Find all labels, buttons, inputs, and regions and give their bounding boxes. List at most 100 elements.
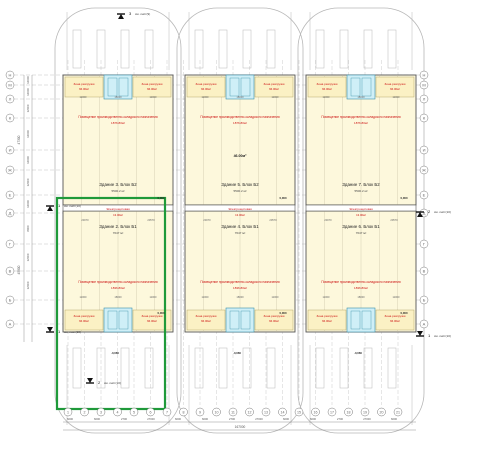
stair-core xyxy=(346,307,376,333)
row-axis-label-left: Б xyxy=(9,297,12,302)
stair-flight xyxy=(240,77,251,97)
inner-dim: 11000 xyxy=(149,295,157,299)
building-name: Здание 2. Блок Б1 xyxy=(99,224,137,229)
truck-bay xyxy=(387,29,397,69)
zone-area: 66.00м² xyxy=(147,319,157,323)
inner-dim: 11000 xyxy=(201,95,209,99)
section-bottom-arrow xyxy=(87,378,93,383)
zone-area: 66.00м² xyxy=(201,319,211,323)
zone-label: Зона разгрузки xyxy=(74,314,95,318)
hall-area: 1836.80м² xyxy=(354,286,368,290)
col-axis-label: 16 xyxy=(314,410,318,414)
row-axis-bubble xyxy=(5,208,15,218)
elevation-mark: 0,000 xyxy=(280,196,287,200)
truck-bay xyxy=(266,29,276,69)
stair-core xyxy=(103,307,133,333)
col-axis-label: 1 xyxy=(67,410,69,414)
truck-bay xyxy=(363,347,373,389)
row-axis-label-right: В xyxy=(423,268,426,273)
stair-flight xyxy=(240,310,251,330)
corridor-label: Электрощитовая xyxy=(349,207,373,211)
unloading-zone xyxy=(375,309,415,331)
truck-bay xyxy=(242,29,252,69)
left-dim-value: 12000 xyxy=(26,104,30,112)
row-axis-bubble xyxy=(419,80,429,90)
zone-area: 66.00м² xyxy=(390,319,400,323)
row-axis-bubble xyxy=(419,295,429,305)
row-axis-label-left: Д xyxy=(9,210,12,215)
zone-label: Зона разгрузки xyxy=(264,82,285,86)
stair-flight xyxy=(361,310,372,330)
zone-area: 66.00м² xyxy=(322,87,332,91)
elevation-mark: 0,000 xyxy=(158,196,165,200)
col-axis-label: 5 xyxy=(133,410,135,414)
unloading-zone xyxy=(254,309,294,331)
row-axis-label-left: М xyxy=(8,82,11,87)
inner-dim: 20570 xyxy=(269,218,277,222)
col-axis-label: 13 xyxy=(264,410,268,414)
corridor-label: Электрощитовая xyxy=(228,207,252,211)
inner-dim: 11000 xyxy=(201,295,209,299)
elevation-mark-low: -0,060 xyxy=(354,351,362,355)
row-axis-label-right: К xyxy=(423,115,426,120)
inner-dim: 11000 xyxy=(392,95,400,99)
section-right-label: см. лист(10) xyxy=(434,210,451,214)
stair-flight xyxy=(350,310,361,330)
inner-dim: 11000 xyxy=(149,95,157,99)
col-axis-bubble xyxy=(113,407,122,417)
section-left-lower-label: см. лист(10) xyxy=(64,330,81,334)
unloading-zone xyxy=(186,309,226,331)
stair-flight xyxy=(118,77,129,97)
col-axis-label: 3 xyxy=(100,410,102,414)
building-area: 7647 м² xyxy=(356,231,367,235)
row-axis-bubble xyxy=(5,165,15,175)
col-axis-bubble xyxy=(278,407,287,417)
col-axis-bubble xyxy=(96,407,106,417)
truck-bay xyxy=(218,29,228,69)
unloading-zone xyxy=(186,76,226,98)
col-axis-label: 10 xyxy=(215,410,219,414)
row-axis-bubble xyxy=(419,190,429,200)
truck-bay xyxy=(144,347,154,389)
bottom-dim-value: 6000 xyxy=(202,417,208,421)
stair-core xyxy=(103,74,133,100)
section-right-arrow xyxy=(417,212,423,217)
row-axis-bubble xyxy=(419,266,429,276)
elevation-mark-low: -0,060 xyxy=(111,351,119,355)
section-right-lower-arrow xyxy=(417,331,423,336)
unloading-zone xyxy=(375,76,415,98)
col-axis-bubble xyxy=(212,407,221,417)
col-axis-bubble xyxy=(146,407,155,417)
building-name: Здание 4. Блок Б1 xyxy=(221,224,259,229)
bottom-dim-value: 2700 xyxy=(337,417,343,421)
left-dim-value: 12000 xyxy=(26,130,30,138)
hall-area: 1876.80м² xyxy=(233,121,247,125)
col-axis-bubble xyxy=(360,407,370,417)
row-axis-bubble xyxy=(5,319,15,329)
col-axis-label: 20 xyxy=(380,410,384,414)
col-axis-bubble xyxy=(195,407,205,417)
col-axis-label: 17 xyxy=(330,410,334,414)
row-axis-label-left: И xyxy=(9,147,12,152)
left-dim-value: 12000 xyxy=(26,156,30,164)
row-axis-label-right: Н xyxy=(423,72,426,77)
zone-label: Зона разгрузки xyxy=(196,82,217,86)
zone-label: Зона разгрузки xyxy=(385,314,406,318)
building-area: 5500.2 м² xyxy=(233,189,246,193)
row-axis-bubble xyxy=(419,70,429,80)
row-axis-bubble xyxy=(5,190,15,200)
inner-dim: 11000 xyxy=(79,95,87,99)
stair-flight xyxy=(350,77,361,97)
row-axis-label-left: А xyxy=(9,321,12,326)
building-name: Здание 6. Блок Б1 xyxy=(342,224,380,229)
section-top-arrow xyxy=(118,14,124,19)
row-axis-bubble xyxy=(419,239,429,249)
col-axis-bubble xyxy=(228,407,238,417)
truck-bay xyxy=(315,347,325,389)
left-dim-value: 12000 xyxy=(26,88,30,96)
bottom-dim-value: 6000 xyxy=(67,417,73,421)
inner-dim: 18000 xyxy=(236,295,244,299)
inner-dim: 18000 xyxy=(357,95,365,99)
bottom-dim-value: 2700 xyxy=(229,417,235,421)
inner-dim: 18000 xyxy=(114,95,122,99)
